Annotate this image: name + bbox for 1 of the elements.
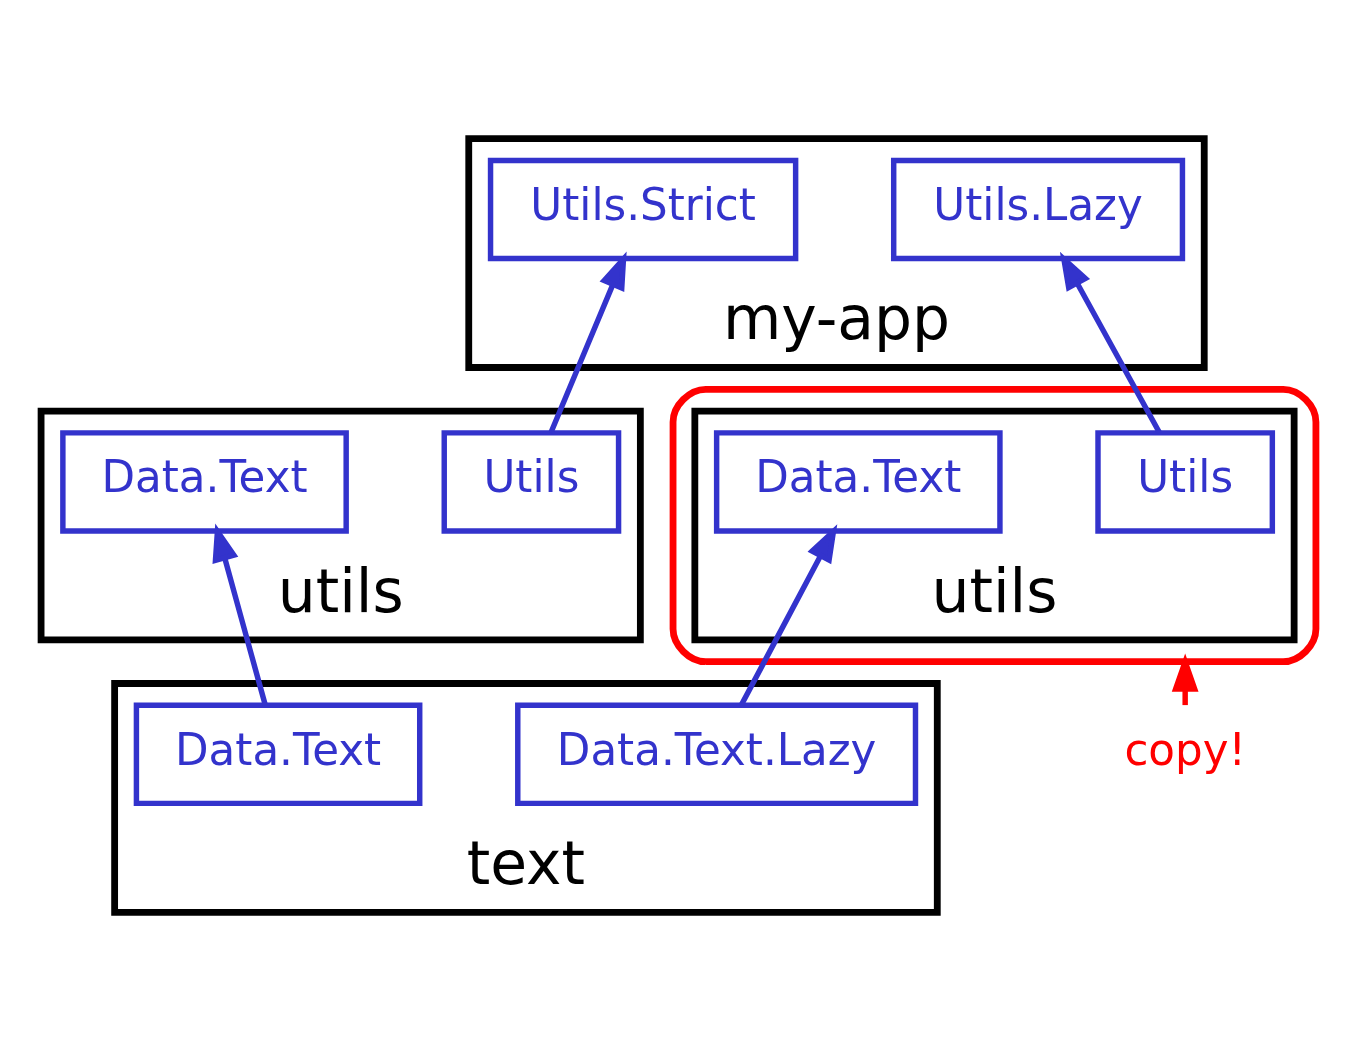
node-text: copy! — [1124, 724, 1246, 775]
